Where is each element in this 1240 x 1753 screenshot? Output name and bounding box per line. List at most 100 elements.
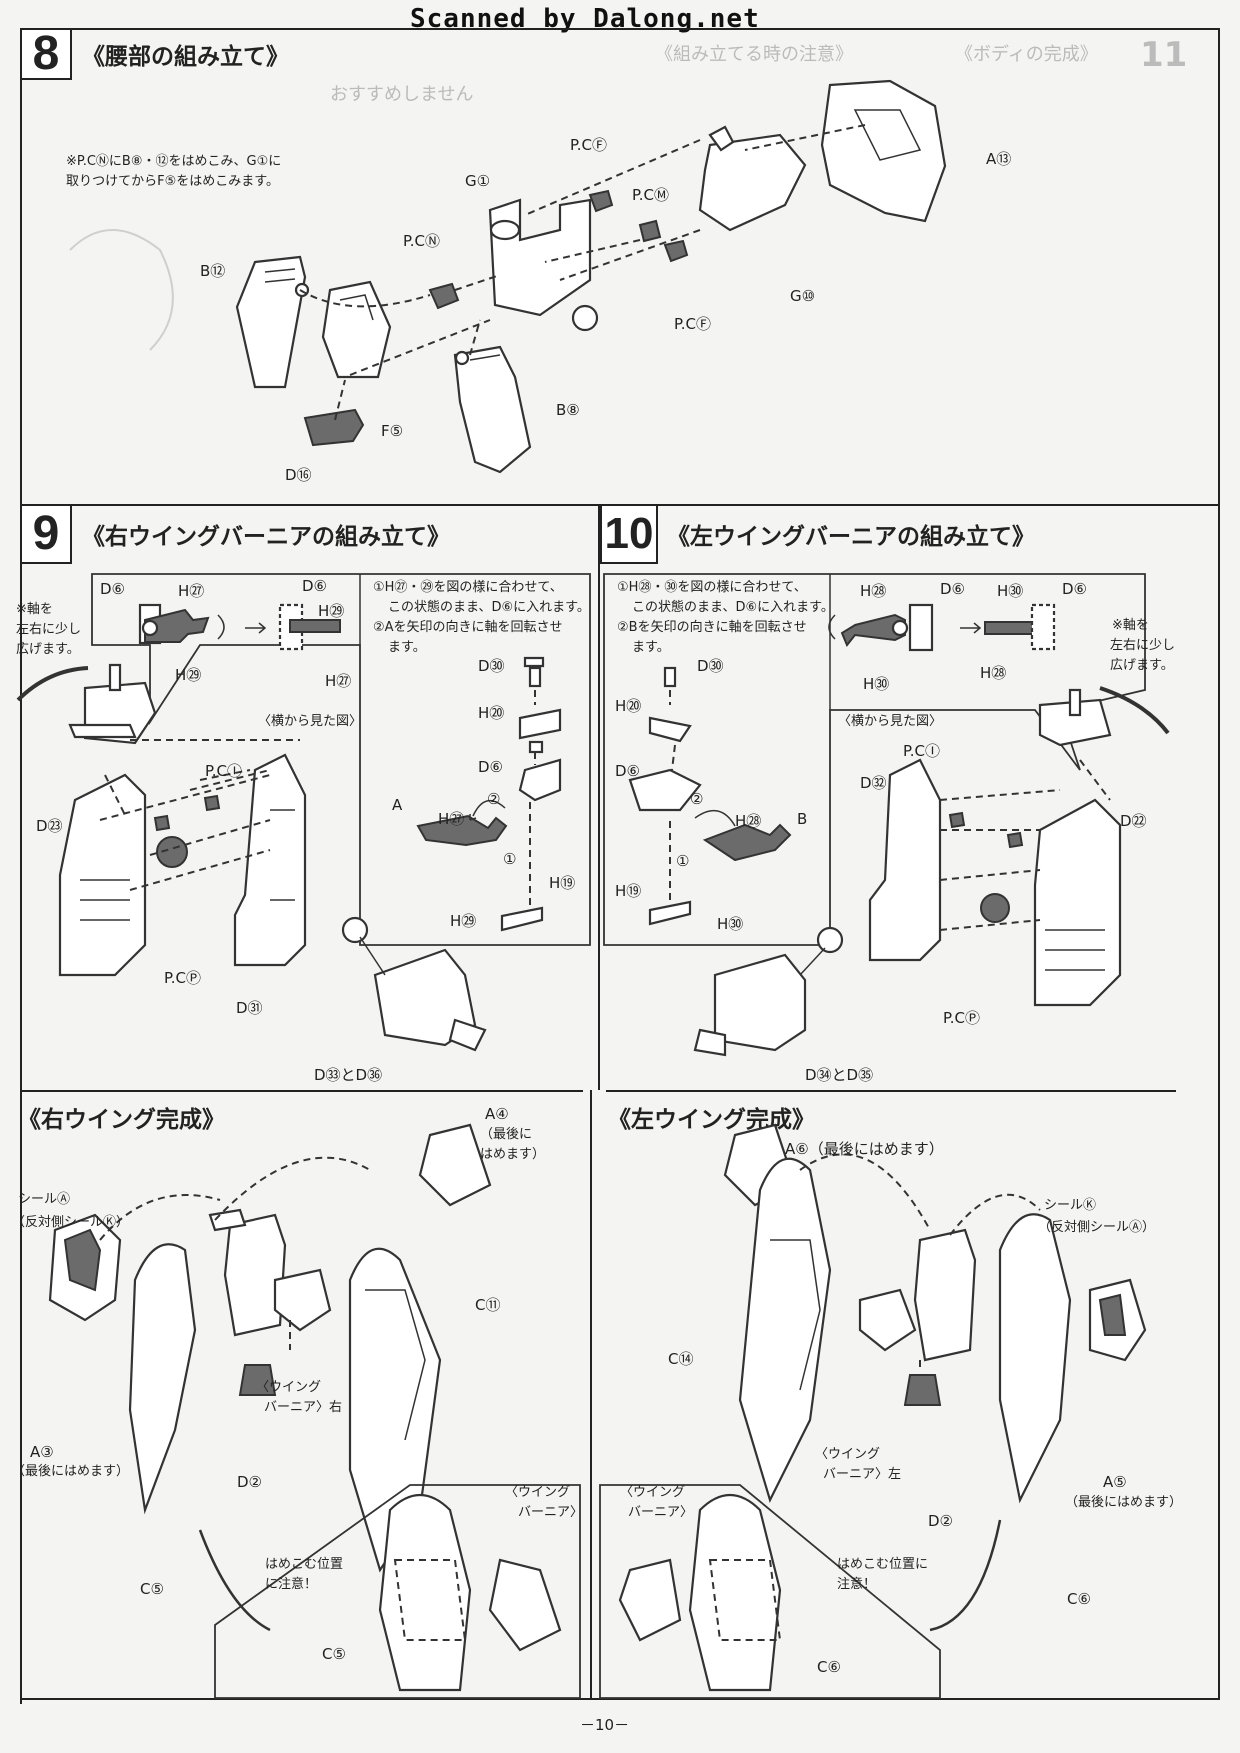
label-left-c14: C⑭ bbox=[668, 1350, 694, 1368]
step9-instruction-1: ①H㉗・㉙を図の様に合わせて、 bbox=[373, 580, 563, 595]
step8-number: 8 bbox=[20, 28, 72, 80]
page-number: －10－ bbox=[580, 1716, 630, 1734]
part-b8 bbox=[453, 345, 532, 474]
label-left-burnier2-1: 〈ウイング bbox=[620, 1485, 686, 1500]
label-step10-pci: P.CⒾ bbox=[903, 742, 940, 760]
part-pcf-bottom bbox=[663, 239, 689, 263]
part-b12 bbox=[235, 255, 307, 389]
divider-9-10 bbox=[598, 504, 600, 1090]
ghost-text-caution: 《組み立てる時の注意》 bbox=[655, 44, 853, 65]
label-step10-d6a: D⑥ bbox=[940, 580, 965, 598]
part-pcm bbox=[638, 219, 662, 243]
label-right-c5a: C⑤ bbox=[140, 1580, 164, 1598]
label-step10-b: B bbox=[797, 810, 808, 828]
label-right-burnier-2: バーニア〉右 bbox=[264, 1400, 343, 1415]
label-right-burnier-1: 〈ウイング bbox=[256, 1380, 322, 1395]
step9-title: 《右ウイングバーニアの組み立て》 bbox=[82, 524, 450, 550]
label-step10-pcp: P.CⓅ bbox=[943, 1009, 980, 1027]
label-left-seal-ki: シールⓀ bbox=[1044, 1198, 1097, 1213]
part-pcf-top bbox=[588, 189, 614, 213]
part-pcn bbox=[428, 282, 460, 310]
right-wing-title: 《右ウイング完成》 bbox=[18, 1107, 225, 1133]
label-step9-pci: P.CⒾ bbox=[205, 762, 242, 780]
step10-callout-note-1: ※軸を bbox=[1112, 618, 1149, 633]
label-left-c6b: C⑥ bbox=[817, 1658, 841, 1676]
label-step10-d34-d35: D㉞とD㉟ bbox=[805, 1066, 874, 1084]
part-d16 bbox=[303, 408, 365, 447]
step9-callout-note-2: 左右に少し bbox=[16, 622, 82, 637]
label-step10-h28b: H㉘ bbox=[980, 664, 1007, 682]
label-f5: F⑤ bbox=[381, 422, 404, 440]
label-left-caution-1: はめこむ位置に bbox=[837, 1557, 929, 1572]
step8-note-line2: 取りつけてからF⑤をはめこみます。 bbox=[66, 174, 279, 189]
label-left-burnier-1: 〈ウイング bbox=[815, 1447, 881, 1462]
label-right-caution-1: はめこむ位置 bbox=[265, 1557, 344, 1572]
label-step10-d6c: D⑥ bbox=[615, 762, 640, 780]
label-step10-d30: D㉚ bbox=[697, 657, 724, 675]
label-step9-h29c: H㉙ bbox=[450, 912, 477, 930]
label-step9-h20: H⑳ bbox=[478, 704, 505, 722]
step9-callout-note-3: 広げます。 bbox=[16, 642, 80, 657]
label-step9-d31: D㉛ bbox=[236, 999, 263, 1017]
label-right-a4-note-1: （最後に bbox=[480, 1127, 533, 1142]
part-a13 bbox=[820, 79, 947, 223]
step8-title: 《腰部の組み立て》 bbox=[82, 44, 289, 70]
step8-note-line1: ※P.CⓃにB⑧・⑫をはめこみ、G①に bbox=[66, 154, 282, 169]
label-right-c5b: C⑤ bbox=[322, 1645, 346, 1663]
label-left-a6: A⑥（最後にはめます） bbox=[785, 1140, 944, 1158]
label-step10-step2: ② bbox=[690, 790, 704, 808]
step10-title: 《左ウイングバーニアの組み立て》 bbox=[667, 524, 1035, 550]
label-right-seal-ki-note: （反対側シールⓀ） bbox=[12, 1215, 130, 1230]
step10-instruction-1: ①H㉘・㉚を図の様に合わせて、 bbox=[617, 580, 807, 595]
label-step10-h28a: H㉘ bbox=[860, 582, 887, 600]
label-left-a5: A⑤ bbox=[1103, 1473, 1127, 1491]
label-pcf-top: P.CⒻ bbox=[570, 136, 607, 154]
label-step9-h27b: H㉗ bbox=[325, 672, 352, 690]
divider-right-wing bbox=[20, 1090, 583, 1092]
step9-callout-note-1: ※軸を bbox=[16, 602, 53, 617]
label-step9-h19: H⑲ bbox=[549, 874, 576, 892]
label-b8: B⑧ bbox=[556, 401, 580, 419]
step10-side-view-label: 〈横から見た図〉 bbox=[838, 714, 943, 729]
label-step9-step2: ② bbox=[487, 790, 501, 808]
label-step9-h27a: H㉗ bbox=[178, 582, 205, 600]
step10-instruction-2: この状態のまま、D⑥に入れます。 bbox=[632, 600, 834, 615]
label-step10-d22: D㉒ bbox=[1120, 812, 1147, 830]
step9-instruction-2: この状態のまま、D⑥に入れます。 bbox=[388, 600, 590, 615]
step9-callout-diagram bbox=[16, 573, 591, 1052]
label-right-caution-2: に注意！ bbox=[265, 1577, 318, 1592]
label-g10: G⑩ bbox=[790, 287, 816, 305]
label-right-a4: A④ bbox=[485, 1105, 509, 1123]
label-right-a4-note-2: はめます） bbox=[480, 1147, 546, 1162]
label-step10-step1: ① bbox=[676, 852, 690, 870]
left-border bbox=[20, 504, 22, 1704]
label-pcm: P.CⓂ bbox=[632, 186, 669, 204]
step10-instruction-3: ②Bを矢印の向きに軸を回転させ bbox=[617, 620, 807, 635]
label-step9-a: A bbox=[392, 796, 403, 814]
wing-complete-diagrams bbox=[48, 1123, 1147, 1699]
step10-number: 10 bbox=[600, 504, 658, 564]
label-b12: B⑫ bbox=[200, 262, 226, 280]
label-left-d2: D② bbox=[928, 1512, 953, 1530]
ghost-text-body-complete: 《ボディの完成》 bbox=[955, 44, 1098, 65]
label-step9-step1: ① bbox=[503, 850, 517, 868]
label-pcn: P.CⓃ bbox=[403, 232, 440, 250]
ghost-figure bbox=[69, 229, 174, 351]
label-g1: G① bbox=[465, 172, 491, 190]
label-a13: A⑬ bbox=[986, 150, 1012, 168]
step8-waist-diagram bbox=[69, 79, 947, 474]
label-step9-d6c: D⑥ bbox=[478, 758, 503, 776]
divider-left-wing bbox=[606, 1090, 1176, 1092]
label-left-seal-ka-note: （反対側シールⒶ） bbox=[1038, 1220, 1156, 1235]
step9-instruction-4: ます。 bbox=[388, 640, 426, 655]
label-right-a3-note: （最後にはめます） bbox=[12, 1464, 130, 1479]
label-left-burnier2-2: バーニア〉 bbox=[628, 1505, 694, 1520]
label-right-c11: C⑪ bbox=[475, 1296, 501, 1314]
step10-callout-note-3: 広げます。 bbox=[1110, 658, 1174, 673]
label-step9-d30: D㉚ bbox=[478, 657, 505, 675]
label-step9-d23: D㉓ bbox=[36, 817, 63, 835]
label-d16: D⑯ bbox=[285, 466, 312, 484]
label-step10-h20: H⑳ bbox=[615, 697, 642, 715]
left-wing-title: 《左ウイング完成》 bbox=[608, 1107, 815, 1133]
label-step9-d6a: D⑥ bbox=[100, 580, 125, 598]
